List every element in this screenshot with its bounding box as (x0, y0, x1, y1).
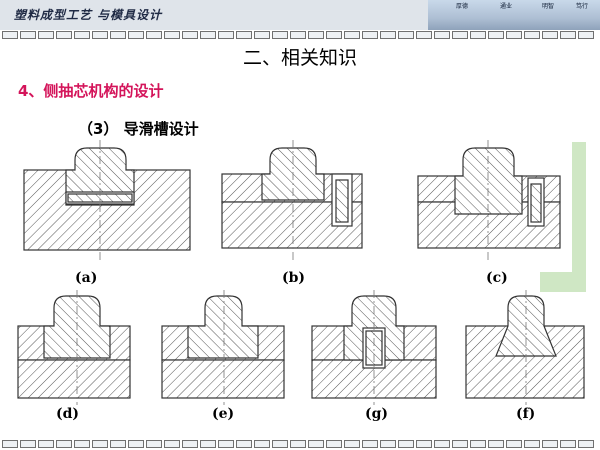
decorative-tile (344, 440, 360, 448)
decorative-tile (182, 440, 198, 448)
decorative-tile (290, 31, 306, 39)
decorative-tile (38, 31, 54, 39)
decorative-tile (578, 440, 594, 448)
figure-b-drawing (221, 140, 363, 262)
decorative-tile (578, 31, 594, 39)
decorative-tile (20, 440, 36, 448)
photo-label-1: 厚德 (456, 3, 469, 10)
decorative-tile (236, 31, 252, 39)
decorative-tile (524, 440, 540, 448)
caption-e: (e) (212, 406, 235, 422)
decorative-tile (416, 31, 432, 39)
decorative-tile (524, 31, 540, 39)
decorative-tile (74, 440, 90, 448)
photo-label-4: 笃行 (576, 3, 589, 10)
photo-label-3: 明智 (542, 3, 555, 10)
decorative-tile (128, 440, 144, 448)
decorative-tile (272, 31, 288, 39)
decorative-tile (308, 440, 324, 448)
photo-label-2: 通业 (500, 3, 513, 10)
decorative-tile (272, 440, 288, 448)
figure-d-drawing (17, 290, 131, 405)
decorative-tile (38, 440, 54, 448)
decorative-tile (326, 440, 342, 448)
decorative-tile (254, 31, 270, 39)
decorative-tile (74, 31, 90, 39)
decorative-tile (110, 31, 126, 39)
decorative-tile (56, 31, 72, 39)
header-bar: 塑料成型工艺 与模具设计 厚德 通业 明智 笃行 (0, 0, 600, 30)
decorative-tile (542, 31, 558, 39)
subheading: 4、侧抽芯机构的设计 (18, 82, 164, 100)
decorative-tile (344, 31, 360, 39)
decorative-tile (560, 440, 576, 448)
decorative-tile (110, 440, 126, 448)
decorative-tile-strip-bottom (0, 440, 600, 450)
decorative-tile (416, 440, 432, 448)
figure-e-drawing (161, 290, 285, 405)
decorative-tile (380, 440, 396, 448)
decorative-tile (92, 31, 108, 39)
caption-f: (f) (516, 406, 536, 422)
decorative-tile (380, 31, 396, 39)
figure-accent-corner (540, 272, 586, 292)
decorative-tile (2, 31, 18, 39)
campus-photo: 厚德 通业 明智 笃行 (428, 0, 600, 30)
figure-g-drawing (311, 290, 437, 405)
decorative-tile (506, 440, 522, 448)
decorative-tile (92, 440, 108, 448)
decorative-tile (362, 440, 378, 448)
caption-b: (b) (282, 270, 306, 286)
caption-c: (c) (486, 270, 508, 286)
decorative-tile (398, 31, 414, 39)
decorative-tile (200, 440, 216, 448)
decorative-tile (146, 31, 162, 39)
decorative-tile (200, 31, 216, 39)
decorative-tile (434, 440, 450, 448)
caption-a: (a) (75, 270, 98, 286)
decorative-tile (452, 440, 468, 448)
figure-c-drawing (417, 140, 561, 262)
decorative-tile (560, 31, 576, 39)
decorative-tile (254, 440, 270, 448)
subsection-heading: （3） 导滑槽设计 (78, 120, 199, 138)
decorative-tile (128, 31, 144, 39)
section-title: 二、相关知识 (242, 47, 357, 69)
decorative-tile (146, 440, 162, 448)
decorative-tile (20, 31, 36, 39)
decorative-tile (290, 440, 306, 448)
decorative-tile (308, 31, 324, 39)
decorative-tile (164, 440, 180, 448)
decorative-tile (236, 440, 252, 448)
decorative-tile (506, 31, 522, 39)
decorative-tile-strip-top (0, 31, 600, 41)
caption-g: (g) (365, 406, 389, 422)
decorative-tile (182, 31, 198, 39)
course-title: 塑料成型工艺 与模具设计 (14, 8, 163, 22)
decorative-tile (218, 440, 234, 448)
decorative-tile (488, 440, 504, 448)
figure-a-drawing (23, 140, 191, 262)
decorative-tile (398, 440, 414, 448)
decorative-tile (542, 440, 558, 448)
decorative-tile (434, 31, 450, 39)
decorative-tile (56, 440, 72, 448)
decorative-tile (470, 440, 486, 448)
figure-accent-edge (572, 142, 586, 272)
decorative-tile (488, 31, 504, 39)
decorative-tile (164, 31, 180, 39)
decorative-tile (452, 31, 468, 39)
caption-d: (d) (56, 406, 80, 422)
decorative-tile (326, 31, 342, 39)
decorative-tile (362, 31, 378, 39)
decorative-tile (470, 31, 486, 39)
decorative-tile (218, 31, 234, 39)
decorative-tile (2, 440, 18, 448)
figure-f-drawing (465, 290, 585, 405)
